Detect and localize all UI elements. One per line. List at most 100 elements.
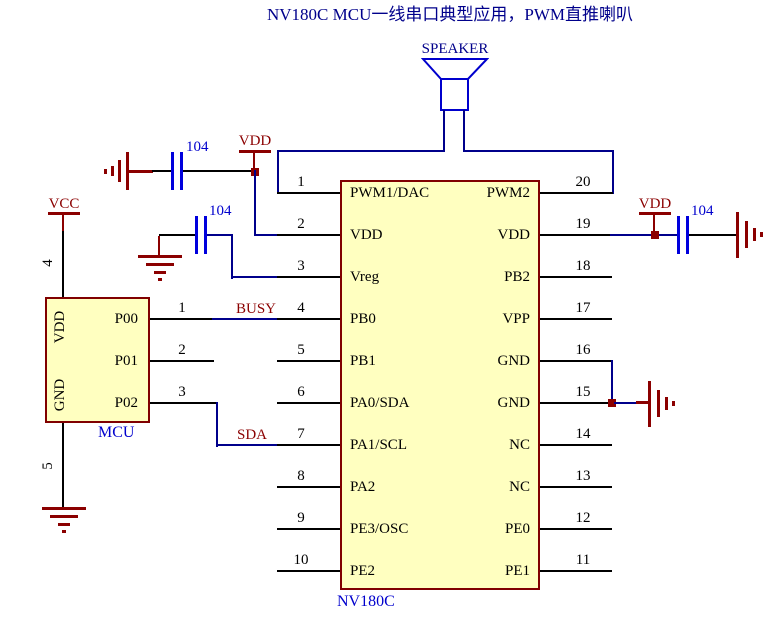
ic-pin-num: 14 xyxy=(575,426,591,442)
earth-ground-icon xyxy=(104,152,130,192)
ic-pin-num: 11 xyxy=(575,552,591,568)
ic-pin-num: 15 xyxy=(575,384,591,400)
ic-name: NV180C xyxy=(337,593,395,610)
ic-pin-num: 9 xyxy=(297,510,305,526)
wire-c1-to-vdd xyxy=(183,170,256,172)
pin-stub xyxy=(277,528,340,530)
mcu-pin-num-4: 4 xyxy=(40,259,56,267)
wire-vcc-to-mcu xyxy=(62,231,64,297)
pin-stub xyxy=(540,444,612,446)
ic-pin-name: PE1 xyxy=(504,563,530,579)
ic-pin-name: PB2 xyxy=(504,269,530,285)
capacitor-plate xyxy=(677,216,680,254)
ic-pin-name: VPP xyxy=(502,311,530,327)
capacitor-plate xyxy=(195,216,198,254)
ic-pin-num: 8 xyxy=(297,468,305,484)
ic-block xyxy=(340,180,540,590)
ic-pin-num: 12 xyxy=(575,510,591,526)
pin-stub xyxy=(277,234,340,236)
mcu-vdd-label: VDD xyxy=(52,310,68,344)
ic-pin-name: PA2 xyxy=(350,479,376,495)
ic-pin-name: Vreg xyxy=(350,269,380,285)
vcc-bar-icon xyxy=(48,212,80,215)
ic-pin-name: NC xyxy=(509,479,530,495)
wire-riser-pin1 xyxy=(277,150,279,194)
wire-pin16-down xyxy=(611,360,613,405)
mcu-block xyxy=(45,297,150,423)
junction-dot xyxy=(608,399,616,407)
mcu-pin-name-p00: P00 xyxy=(114,311,138,327)
capacitor-plate xyxy=(180,152,183,190)
earth-ground-icon xyxy=(138,255,182,281)
junction-dot xyxy=(651,231,659,239)
vdd-label-right: VDD xyxy=(638,196,672,212)
pin-stub xyxy=(277,276,340,278)
pin-stub xyxy=(540,402,613,404)
ic-pin-name: PB1 xyxy=(350,353,376,369)
pin-stub xyxy=(540,570,612,572)
ic-pin-num: 2 xyxy=(297,216,305,232)
ic-pin-num: 3 xyxy=(297,258,305,274)
ic-pin-name: PE3/OSC xyxy=(350,521,409,537)
ic-pin-name: PWM2 xyxy=(486,185,530,201)
capacitor-c3-value: 104 xyxy=(691,203,714,219)
mcu-pin-num: 3 xyxy=(178,384,186,400)
ic-pin-name: GND xyxy=(497,353,531,369)
mcu-pin-num: 2 xyxy=(178,342,186,358)
ic-pin-name: VDD xyxy=(350,227,383,243)
vcc-label: VCC xyxy=(48,196,80,212)
speaker-label: SPEAKER xyxy=(421,41,489,57)
vcc-stem xyxy=(62,215,64,232)
pin-stub xyxy=(540,276,612,278)
ground-stem xyxy=(158,236,160,255)
ic-pin-num: 16 xyxy=(575,342,591,358)
ic-pin-name: VDD xyxy=(497,227,531,243)
pin-stub xyxy=(540,234,612,236)
ic-pin-name: NC xyxy=(509,437,530,453)
sda-net-label: SDA xyxy=(236,427,267,443)
speaker-wire-left xyxy=(443,110,445,152)
wire-sda-down xyxy=(216,402,218,447)
wire-busy xyxy=(212,318,280,320)
capacitor-c2-value: 104 xyxy=(209,203,232,219)
mcu-pin-num-5: 5 xyxy=(40,462,56,470)
ic-pin-num: 20 xyxy=(575,174,591,190)
ic-pin-name: PA0/SDA xyxy=(350,395,410,411)
capacitor-plate xyxy=(171,152,174,190)
ic-pin-num: 5 xyxy=(297,342,305,358)
wire-mcu-to-gnd xyxy=(62,423,64,509)
ic-pin-num: 4 xyxy=(297,300,305,316)
wire-vdd-to-pin2 xyxy=(254,234,280,236)
wire-gnd-to-c1 xyxy=(152,170,174,172)
vdd-stem xyxy=(653,215,655,232)
mcu-pin-name-p01: P01 xyxy=(114,353,138,369)
earth-ground-icon xyxy=(648,381,676,427)
wire-gnd-to-c2 xyxy=(159,234,198,236)
vdd-label-top: VDD xyxy=(238,133,272,149)
capacitor-plate xyxy=(204,216,207,254)
wire-speaker-to-pin1 xyxy=(277,150,445,152)
pin-stub xyxy=(150,402,218,404)
ic-pin-name: PWM1/DAC xyxy=(350,185,430,201)
pin-stub xyxy=(277,318,340,320)
mcu-name: MCU xyxy=(98,424,135,441)
ic-pin-num: 19 xyxy=(575,216,591,232)
ic-pin-name: PE0 xyxy=(504,521,530,537)
capacitor-c1-value: 104 xyxy=(186,139,209,155)
ground-stem xyxy=(636,401,650,404)
wire-c2-down xyxy=(231,234,233,279)
schematic-title: NV180C MCU一线串口典型应用，PWM直推喇叭 xyxy=(267,5,633,24)
ic-pin-name: GND xyxy=(497,395,531,411)
wire-riser-pin20 xyxy=(612,150,614,194)
earth-ground-icon xyxy=(42,507,86,533)
ic-pin-num: 18 xyxy=(575,258,591,274)
ic-pin-name: PB0 xyxy=(350,311,376,327)
vdd-stem xyxy=(253,153,255,169)
ic-pin-num: 10 xyxy=(293,552,309,568)
ic-pin-num: 6 xyxy=(297,384,305,400)
ic-pin-num: 7 xyxy=(297,426,305,442)
vdd-bar-icon xyxy=(239,150,271,153)
wire-pin15-gnd xyxy=(614,402,638,404)
busy-net-label: BUSY xyxy=(235,301,276,317)
pin-stub xyxy=(540,318,612,320)
